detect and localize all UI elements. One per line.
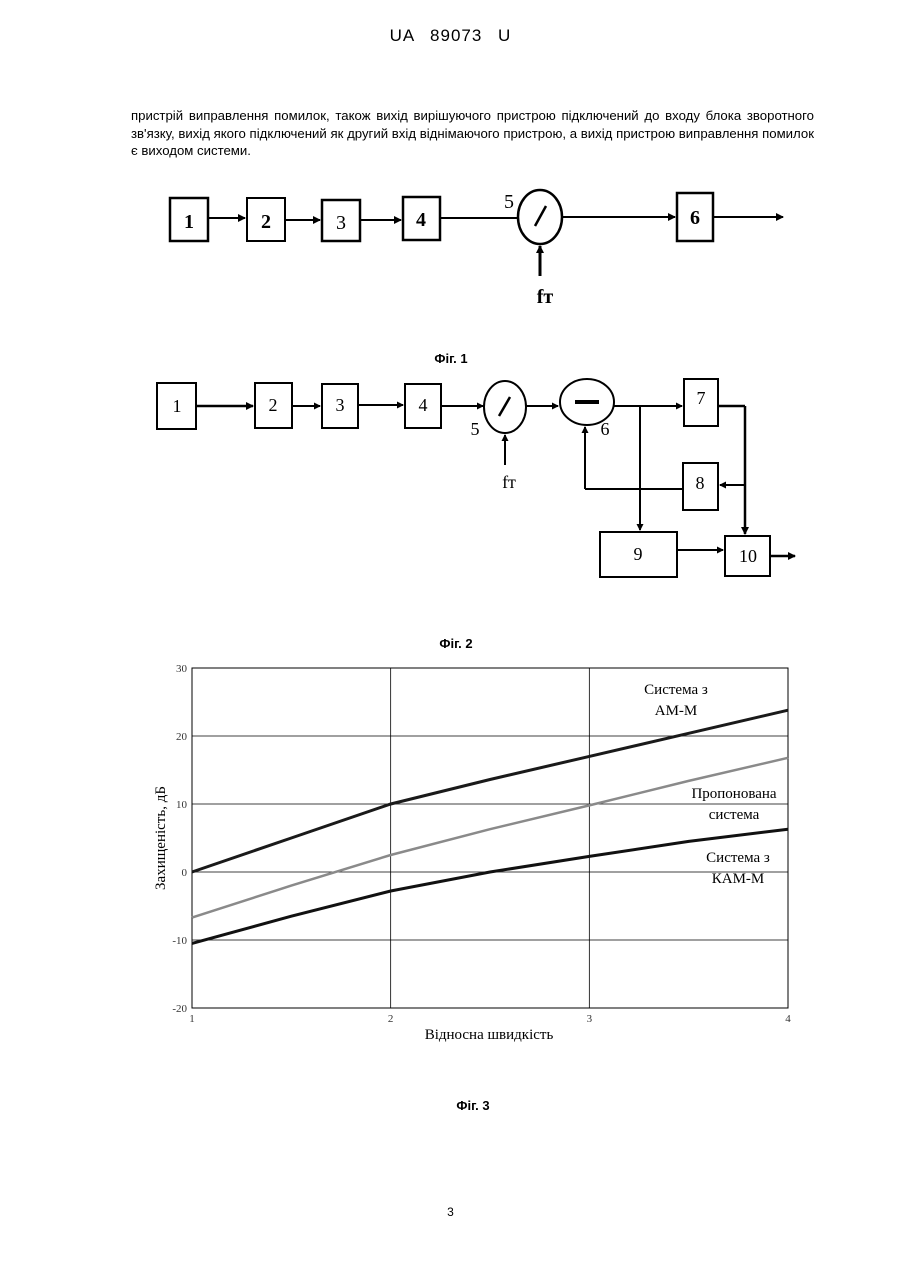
chart-series-line-3 <box>192 829 788 943</box>
chart-x-tick-label: 1 <box>189 1013 195 1025</box>
fig3-caption: Фіг. 3 <box>373 1098 573 1113</box>
chart-series-label-3: Система з <box>706 850 770 866</box>
fig3-line-chart: 30 20 10 0 -10 -201 2 3 4 Система з АМ-M Пропонова… <box>0 0 901 1100</box>
chart-y-axis-label: Захищеність, дБ <box>153 786 169 890</box>
chart-series-label-3: КАМ-M <box>712 871 765 887</box>
chart-series-label-2: Пропонована <box>691 786 776 802</box>
chart-y-tick-label: 10 <box>176 799 188 811</box>
chart-plot-frame <box>192 668 788 1008</box>
page-number: 3 <box>0 1205 901 1219</box>
chart-series-label-2: система <box>709 807 760 823</box>
chart-series-label-1: Система з <box>644 682 708 698</box>
chart-x-tick-label: 2 <box>388 1013 394 1025</box>
chart-series-label-1: АМ-M <box>655 703 698 719</box>
chart-y-tick-label: 0 <box>182 867 188 879</box>
chart-y-tick-label: -10 <box>172 935 187 947</box>
chart-x-tick-label: 3 <box>587 1013 593 1025</box>
chart-x-axis-label: Відносна швидкість <box>425 1027 554 1043</box>
chart-y-tick-label: 20 <box>176 731 188 743</box>
chart-y-tick-label: -20 <box>172 1003 187 1015</box>
chart-series-line-2 <box>192 758 788 918</box>
chart-y-tick-label: 30 <box>176 663 188 675</box>
chart-x-tick-label: 4 <box>785 1013 791 1025</box>
